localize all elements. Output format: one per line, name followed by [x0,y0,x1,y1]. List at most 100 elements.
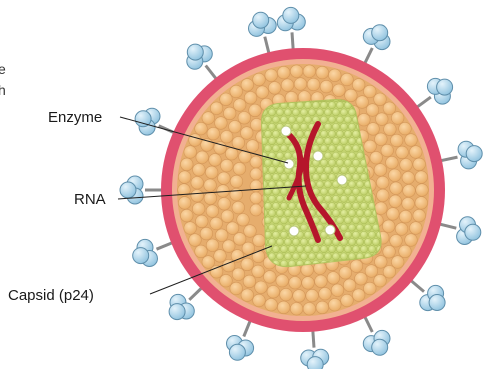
matrix-bead [255,281,268,294]
matrix-bead [383,102,396,115]
matrix-bead [215,117,228,130]
spike-icon [301,326,329,369]
matrix-bead [391,112,404,125]
matrix-bead [364,282,377,295]
matrix-bead [374,274,387,287]
capsid-bead [276,152,283,159]
capsid-bead [348,181,355,188]
capsid-bead [356,166,363,173]
spike-icon [407,277,445,310]
matrix-bead [189,134,202,147]
matrix-bead [218,198,231,211]
matrix-bead [405,234,418,247]
enzyme-label: Enzyme [48,109,102,126]
capsid-bead [272,116,279,123]
matrix-bead [402,171,415,184]
matrix-bead [377,189,390,202]
spike-icon [187,44,220,83]
labels: Enzyme RNA Capsid (p24) [8,109,106,304]
capsid-bead [264,217,271,224]
capsid-bead [332,138,339,145]
matrix-bead [320,80,333,93]
matrix-bead [396,146,409,159]
capsid-bead [352,130,359,137]
capsid-bead [284,253,291,260]
matrix-bead [238,112,251,125]
matrix-bead [196,215,209,228]
matrix-bead [220,274,233,287]
capsid-bead [320,102,327,109]
capsid-bead [280,217,287,224]
capsid-bead [308,166,315,173]
capsid-bead [368,231,375,238]
capsid-bead [280,116,287,123]
matrix-bead [389,169,402,182]
capsid-bead [316,224,323,231]
capsid-bead [316,109,323,116]
capsid-bead [268,138,275,145]
matrix-bead [192,203,205,216]
matrix-bead [184,146,197,159]
matrix-bead [250,192,262,204]
matrix-bead [233,233,246,246]
capsid-bead [344,202,351,209]
capsid-bead [324,109,331,116]
enzyme-dot-1 [281,126,291,136]
capsid-bead [348,210,355,217]
capsid-bead [276,181,283,188]
capsid-bead [312,246,319,253]
matrix-bead [253,73,266,86]
capsid-bead [296,130,303,137]
capsid-bead [324,152,331,159]
spike-icon [363,25,390,68]
capsid-bead [264,174,271,181]
capsid-bead [272,130,279,137]
matrix-bead [416,184,429,197]
spike-lobe [372,339,388,355]
capsid-bead [356,210,363,217]
capsid-bead [336,145,343,152]
spike-lobe [253,12,269,28]
capsid-bead [288,246,295,253]
capsid-bead [336,130,343,137]
capsid-bead [348,224,355,231]
matrix-bead [210,217,223,230]
spike-icon [133,239,177,266]
matrix-bead [307,78,320,91]
matrix-bead [383,246,396,259]
capsid-bead [348,123,355,130]
matrix-bead [195,245,208,258]
matrix-bead [276,274,289,287]
spike-icon [169,285,205,320]
matrix-bead [243,275,256,288]
capsid-bead [288,116,295,123]
matrix-bead [365,265,378,278]
capsid-bead [336,116,343,123]
capsid-bead [300,109,307,116]
matrix-bead [204,179,217,192]
capsid-bead [328,188,335,195]
matrix-bead [246,140,259,153]
capsid-bead [276,210,283,217]
capsid-bead [316,138,323,145]
matrix-bead [364,85,377,98]
capsid-bead [320,130,327,137]
matrix-bead [290,65,303,78]
capsid-bead [368,246,375,253]
spike-lobe [283,7,299,23]
matrix-bead [390,182,403,195]
capsid-bead [324,253,331,260]
capsid-bead [328,145,335,152]
spike-lobe [120,182,136,198]
capsid-bead [364,224,371,231]
matrix-bead [316,66,329,79]
capsid-bead [264,202,271,209]
matrix-bead [402,197,415,210]
capsid-bead [340,253,347,260]
capsid-bead [308,238,315,245]
matrix-bead [265,69,278,82]
cut-off-text: e h [0,61,6,98]
matrix-bead [387,208,400,221]
capsid-bead [292,253,299,260]
matrix-bead [374,164,387,177]
